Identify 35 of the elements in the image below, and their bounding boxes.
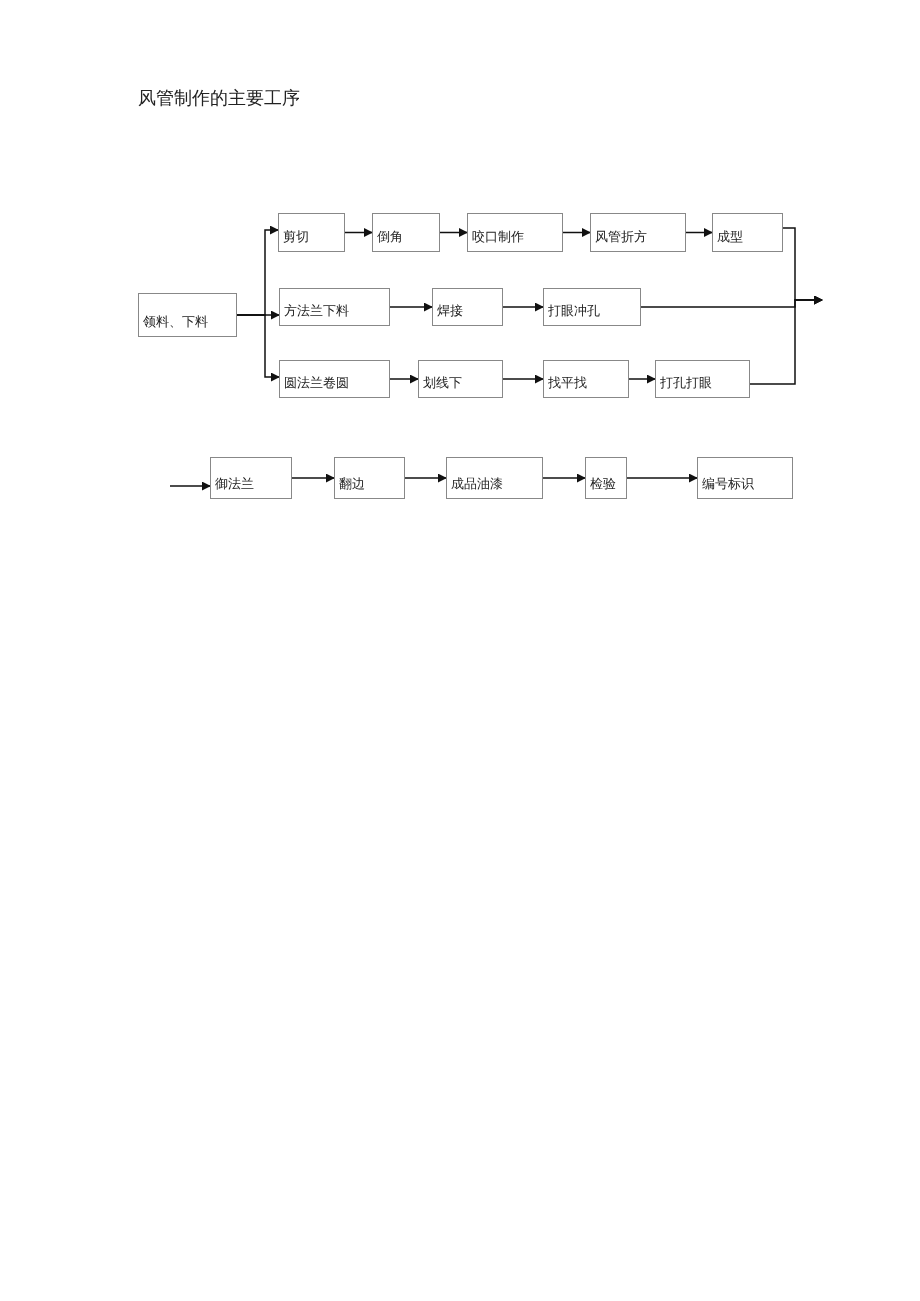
arrow [291,473,335,483]
arrow [236,314,280,382]
arrow [749,295,823,385]
title: 风管制作的主要工序 [138,86,300,110]
process-box: 圆法兰卷圆 [279,360,390,398]
process-box: 翻边 [334,457,405,499]
arrow [502,374,544,384]
arrow [169,481,211,491]
process-box: 划线下 [418,360,503,398]
process-box: 成型 [712,213,783,252]
arrow [542,473,586,483]
arrow [685,228,713,237]
process-box: 倒角 [372,213,440,252]
process-box: 御法兰 [210,457,292,499]
arrow [562,228,591,237]
process-box: 风管折方 [590,213,686,252]
process-box: 领料、下料 [138,293,237,337]
process-box: 成品油漆 [446,457,543,499]
process-box: 焊接 [432,288,503,326]
arrow [628,374,656,384]
arrow [389,302,433,312]
process-box: 咬口制作 [467,213,563,252]
arrow [439,228,468,237]
process-box: 剪切 [278,213,345,252]
process-box: 编号标识 [697,457,793,499]
arrow [626,473,698,483]
arrow [344,228,373,237]
process-box: 打眼冲孔 [543,288,641,326]
process-box: 方法兰下料 [279,288,390,326]
process-box: 检验 [585,457,627,499]
process-box: 找平找 [543,360,629,398]
process-box: 打孔打眼 [655,360,750,398]
arrow [502,302,544,312]
arrow [389,374,419,384]
arrow [404,473,447,483]
